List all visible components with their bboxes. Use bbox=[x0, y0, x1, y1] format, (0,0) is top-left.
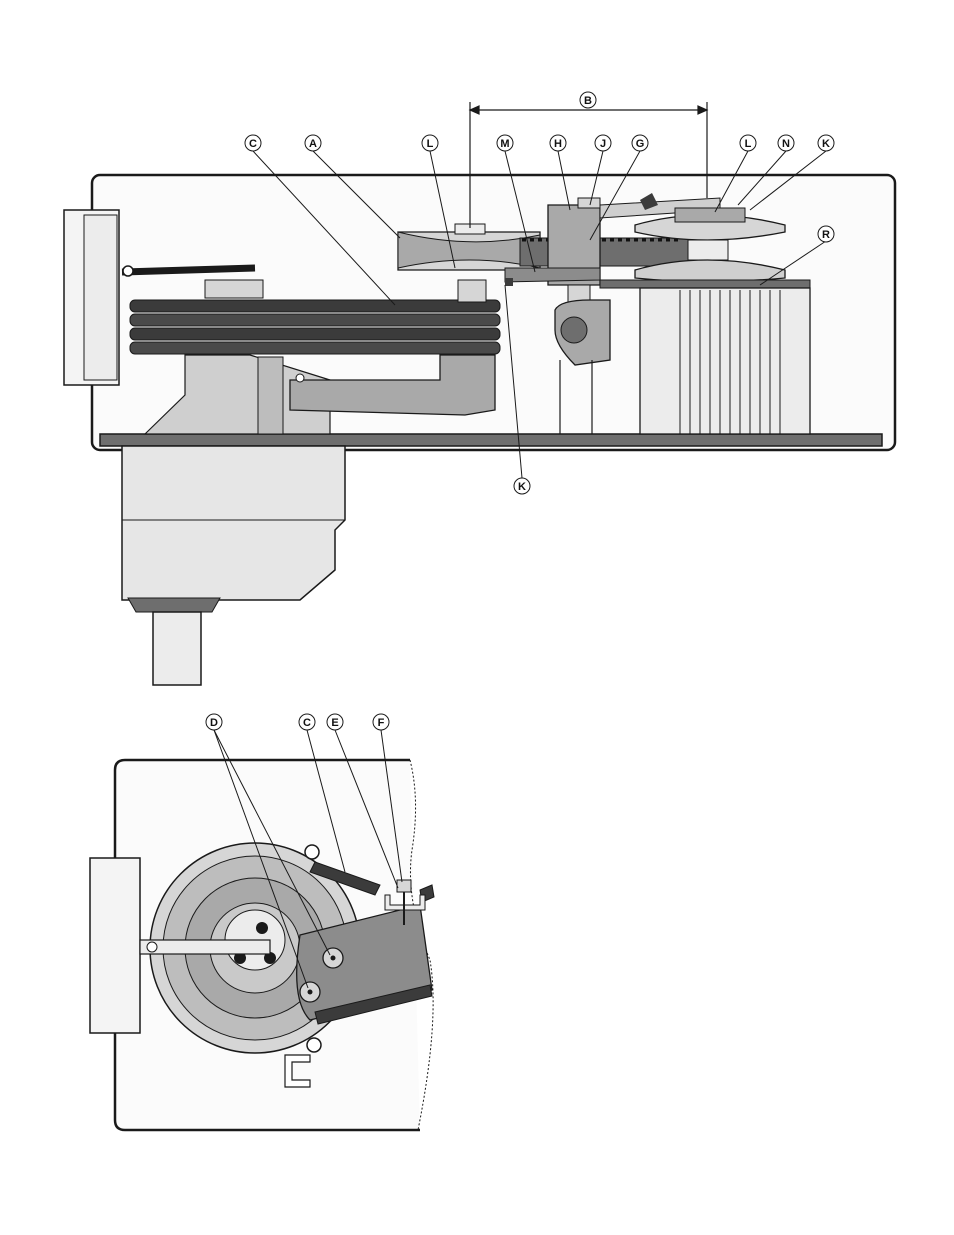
callout-m: M bbox=[497, 135, 513, 151]
stud-lower-center bbox=[308, 990, 313, 995]
callout-g-label: G bbox=[636, 138, 645, 150]
top-motor-arm bbox=[140, 940, 270, 954]
idler-post bbox=[458, 280, 486, 302]
callout-n-label: N bbox=[782, 138, 790, 150]
callout-k-bottom: K bbox=[514, 478, 530, 494]
callout-r: R bbox=[818, 226, 834, 242]
callout-c-top: C bbox=[299, 714, 315, 730]
callout-k-top-label: K bbox=[822, 138, 830, 150]
callout-l-left-label: L bbox=[427, 138, 434, 150]
motor-shaft bbox=[153, 612, 201, 685]
callout-e: E bbox=[327, 714, 343, 730]
trunnion-bore bbox=[561, 317, 587, 343]
callout-f: F bbox=[373, 714, 389, 730]
hub-hole-1 bbox=[256, 922, 268, 934]
drive-pulley-hub bbox=[205, 280, 263, 298]
callout-n: N bbox=[778, 135, 794, 151]
post-bottom bbox=[307, 1038, 321, 1052]
top-view: D C E F bbox=[90, 714, 434, 1130]
callout-h-label: H bbox=[554, 138, 562, 150]
motor-arm bbox=[122, 268, 255, 272]
link-stud bbox=[505, 278, 513, 286]
callout-l-right: L bbox=[740, 135, 756, 151]
cover-flange bbox=[84, 215, 117, 380]
arm-pivot bbox=[123, 266, 133, 276]
side-view: C A L M H J G B L N K R K bbox=[64, 92, 895, 685]
callout-j-label: J bbox=[600, 138, 606, 150]
driven-unit-top bbox=[600, 280, 810, 288]
swing-arm-bolt bbox=[296, 374, 304, 382]
motor-body bbox=[122, 446, 345, 600]
adjuster-top bbox=[578, 198, 600, 208]
variable-belt bbox=[520, 238, 695, 266]
pedestal-bracket bbox=[258, 357, 283, 434]
callout-j: J bbox=[595, 135, 611, 151]
callout-k-top: K bbox=[818, 135, 834, 151]
callout-e-label: E bbox=[331, 717, 338, 729]
stud-upper-center bbox=[331, 956, 336, 961]
callout-d-label: D bbox=[210, 717, 218, 729]
callout-b: B bbox=[580, 92, 596, 108]
link-bar bbox=[505, 268, 600, 282]
output-pulley-hub bbox=[675, 208, 745, 222]
callout-g: G bbox=[632, 135, 648, 151]
callout-h: H bbox=[550, 135, 566, 151]
callout-a: A bbox=[305, 135, 321, 151]
callout-c-side-label: C bbox=[249, 138, 257, 150]
post-top bbox=[305, 845, 319, 859]
callout-a-label: A bbox=[309, 138, 317, 150]
callout-r-label: R bbox=[822, 229, 830, 241]
callout-b-label: B bbox=[584, 95, 592, 107]
top-arm-pivot bbox=[147, 942, 157, 952]
tensioner-nut bbox=[397, 880, 411, 892]
output-pulley-collar bbox=[688, 240, 728, 260]
top-side-cover bbox=[90, 858, 140, 1033]
driven-unit-body bbox=[640, 288, 810, 434]
callout-c-top-label: C bbox=[303, 717, 311, 729]
callout-c-side: C bbox=[245, 135, 261, 151]
callout-m-label: M bbox=[500, 138, 509, 150]
callout-k-bottom-label: K bbox=[518, 481, 526, 493]
callout-d: D bbox=[206, 714, 222, 730]
callout-l-left: L bbox=[422, 135, 438, 151]
callout-f-label: F bbox=[378, 717, 385, 729]
motor-nose bbox=[128, 598, 220, 612]
base-plate bbox=[100, 434, 882, 446]
callout-l-right-label: L bbox=[745, 138, 752, 150]
